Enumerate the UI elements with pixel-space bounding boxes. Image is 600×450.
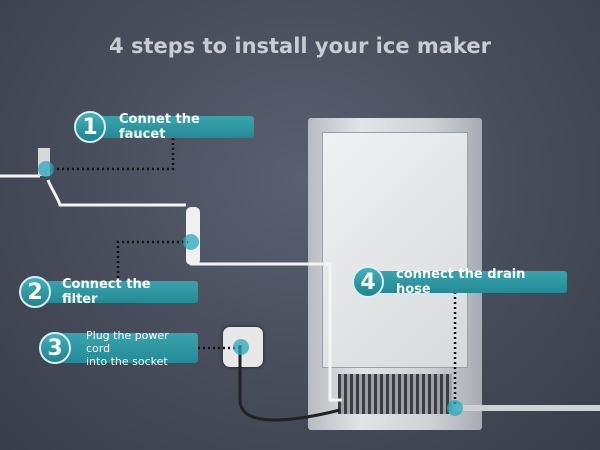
- water-pipe: [0, 174, 342, 402]
- step-4-number: 4: [352, 266, 384, 298]
- drain-marker: [447, 400, 463, 416]
- ice-maker-door: [322, 132, 468, 368]
- step-2-label: Connect the filter: [36, 277, 198, 307]
- ice-maker-vent: [338, 374, 452, 414]
- step-3-number: 3: [39, 332, 71, 364]
- step-2-number: 2: [19, 276, 51, 308]
- power-cord: [238, 345, 341, 422]
- page-title: 4 steps to install your ice maker: [109, 34, 491, 58]
- step-4-label: connect the drain hose: [370, 267, 567, 297]
- step-1-label: Connet the faucet: [93, 112, 254, 142]
- faucet-marker: [38, 161, 54, 177]
- step-1-number: 1: [74, 111, 106, 143]
- filter-marker: [183, 234, 199, 250]
- socket-marker: [233, 339, 249, 355]
